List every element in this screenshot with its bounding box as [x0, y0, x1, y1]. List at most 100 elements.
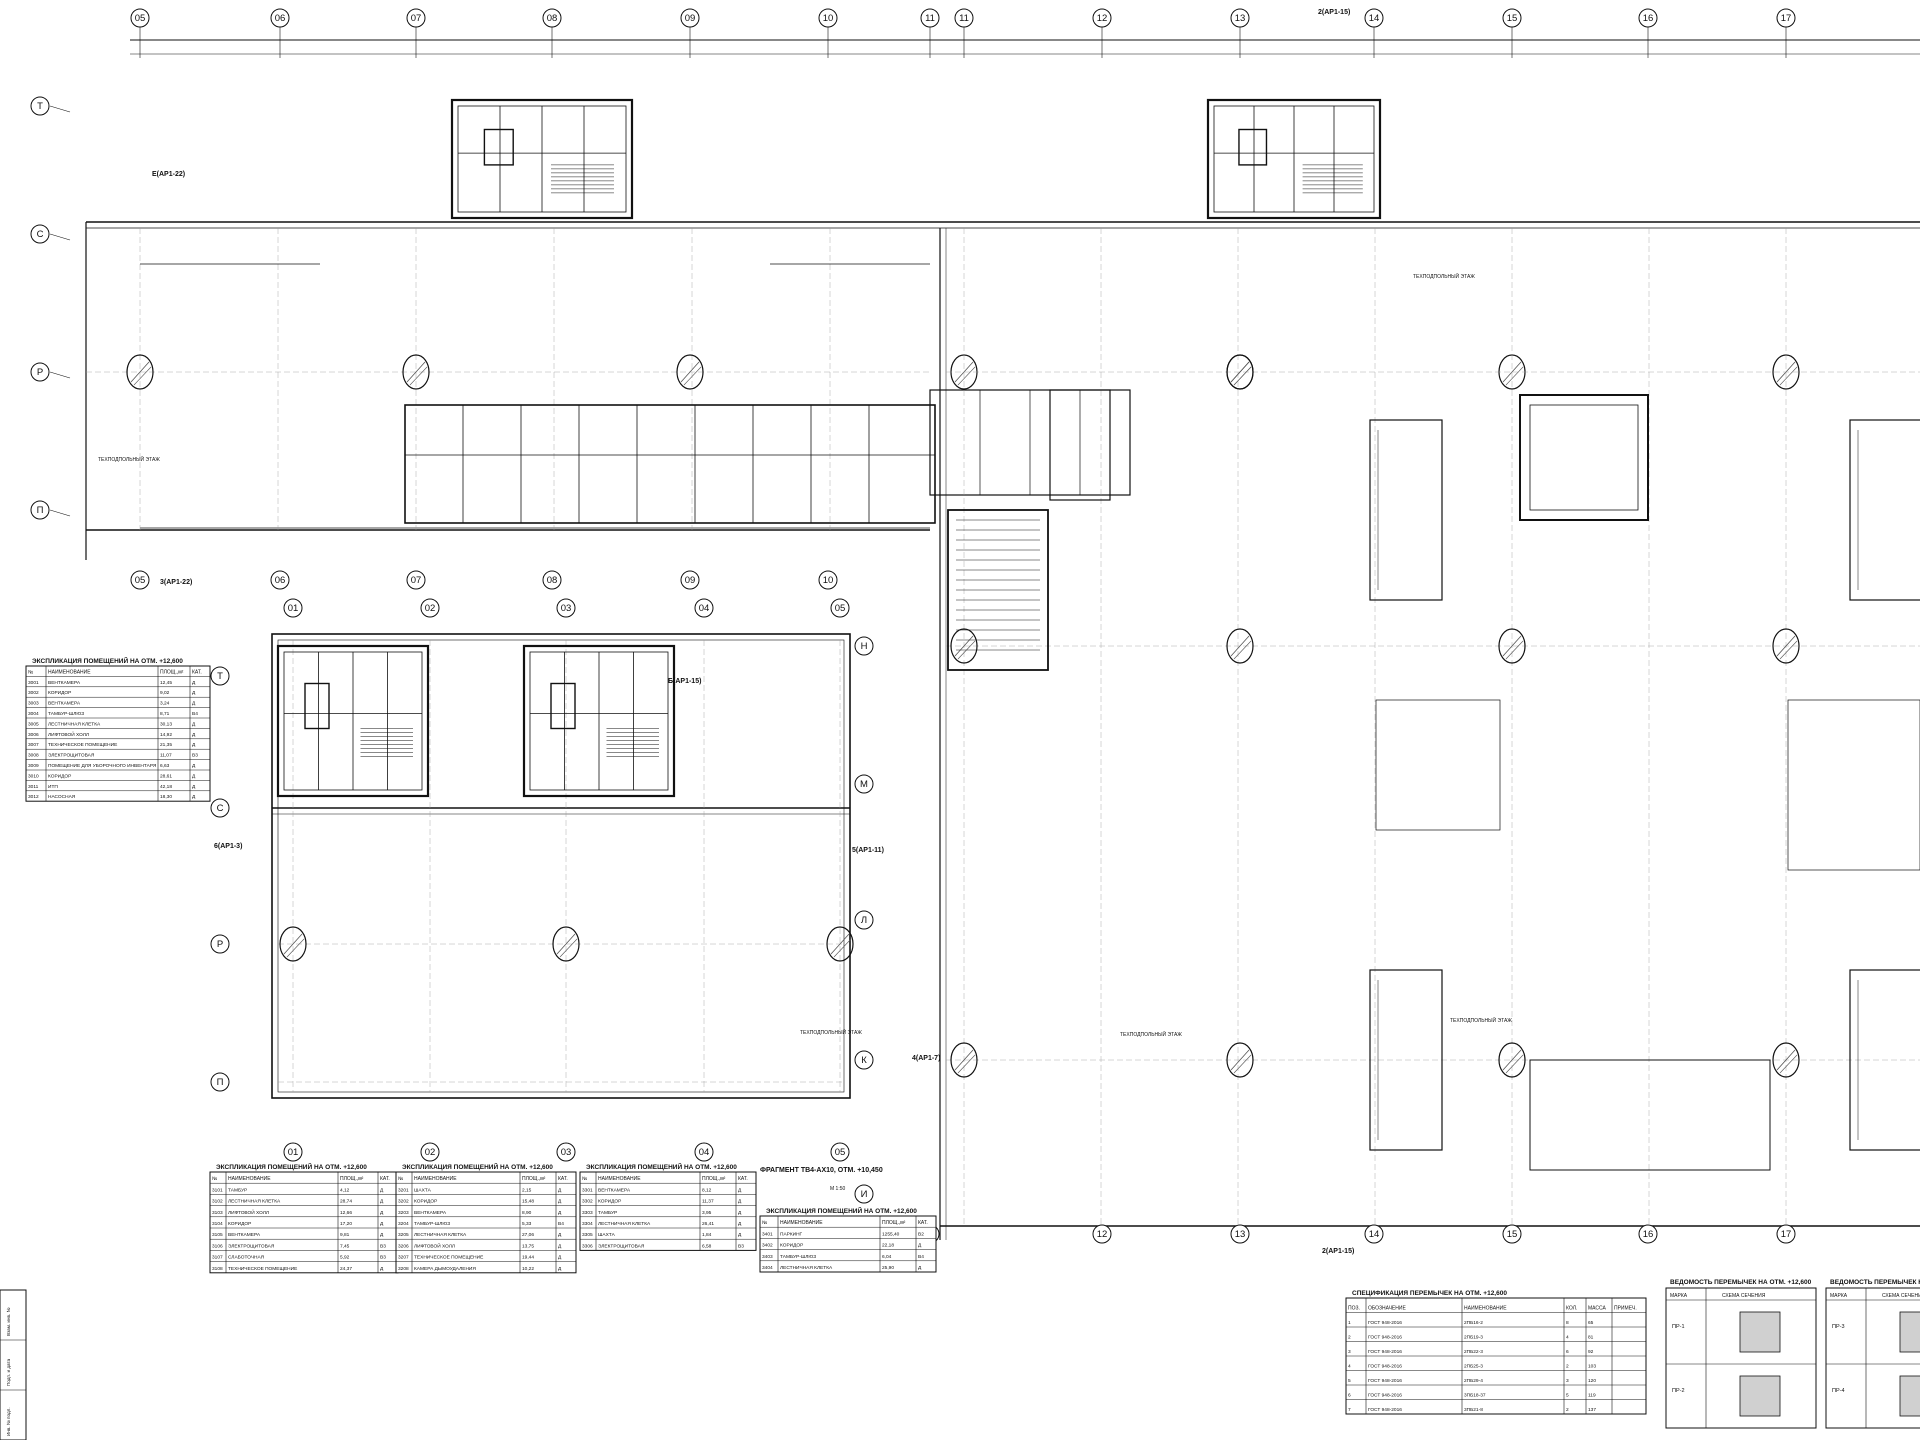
explication-table-5-cell: В2 [918, 1231, 924, 1237]
top-axis-11-6-circle [920, 8, 940, 28]
explication-table-1-cell: 3008 [28, 753, 39, 759]
right-column-7-hatch [1779, 1054, 1798, 1074]
right-column-8-hatch [1230, 361, 1250, 383]
explication-table-1-cell: 3012 [28, 794, 39, 800]
ref-4-label: 4(АР1-7) [912, 1055, 940, 1062]
core-lower-right [522, 644, 676, 798]
bottom-axis-10-5-label: 10 [823, 575, 834, 586]
explication-table-3-cell: 3206 [398, 1243, 409, 1249]
explication-table-2-cell: 12,66 [340, 1210, 352, 1216]
explication-table-1-cell: 12,45 [160, 680, 172, 686]
right-axis-М-label: М [860, 779, 868, 790]
lintel-specification-table-cell: 103 [1588, 1364, 1596, 1370]
left-axis-leader [49, 371, 71, 379]
top-axis-06-1-label: 06 [275, 13, 286, 24]
explication-table-1-cell: Д [192, 732, 196, 738]
mid-axis-П-circle [210, 1072, 230, 1092]
explication-table-2-cell: КОРИДОР [228, 1221, 251, 1227]
top-axis-11-7-label: 11 [959, 13, 969, 24]
top-axis-12-8-circle [1092, 8, 1112, 28]
lintel-schedule-1-section-0 [1739, 1311, 1781, 1353]
explication-table-5-cell: Д [918, 1243, 922, 1249]
bottom-axis-16-11-label: 16 [1643, 1229, 1654, 1240]
explication-table-4-cell: ЛЕСТНИЧНАЯ КЛЕТКА [598, 1221, 651, 1227]
core-upper-middle-lift [1238, 128, 1268, 166]
explication-table-4-header-3: КАТ. [738, 1176, 748, 1182]
top-axis-09-4-circle [680, 8, 700, 28]
right-column-1-hatch [1233, 640, 1252, 660]
lintel-specification-table-cell: 3 [1348, 1349, 1351, 1355]
mid-axis-Т-circle [210, 666, 230, 686]
bottom-axis-13-8-label: 13 [1235, 1229, 1246, 1240]
explication-table-4-cell: Д [738, 1199, 742, 1205]
right-axis-Н-circle [854, 636, 874, 656]
explication-table-2-cell: ТЕХНИЧЕСКОЕ ПОМЕЩЕНИЕ [228, 1266, 297, 1272]
lintel-specification-table-cell: 5 [1348, 1378, 1351, 1384]
lintel-specification-table-cell: ГОСТ 948-2016 [1368, 1335, 1402, 1341]
left-axis-leader [49, 509, 71, 517]
lintel-specification-table-cell: 137 [1588, 1407, 1596, 1413]
inner-axis-bottom-05-circle [830, 1142, 850, 1162]
top-axis-13-9-circle [1230, 8, 1250, 28]
right-axis-К-label: К [861, 1055, 867, 1066]
lintel-schedule-1-mark-0: ПР-1 [1672, 1324, 1685, 1330]
explication-table-2-cell: ЛИФТОВОЙ ХОЛЛ [228, 1208, 269, 1216]
plan-linework [49, 27, 1920, 1240]
explication-table-2-header-0: № [212, 1176, 217, 1182]
parking-ramp-1 [1369, 969, 1443, 1151]
right-axis-М-circle [854, 774, 874, 794]
bottom-axis-06-1-label: 06 [275, 575, 286, 586]
inner-axis-top-02-label: 02 [425, 603, 436, 614]
explication-table-3-header-0: № [398, 1176, 403, 1182]
bottom-axis-08-3-label: 08 [547, 575, 558, 586]
explication-table-1-cell: ВЕНТКАМЕРА [48, 701, 81, 707]
explication-table-4-cell: 8,12 [702, 1187, 712, 1193]
explication-table-1-cell: 28,61 [160, 773, 172, 779]
explication-table-3-cell: 3207 [398, 1255, 409, 1261]
lintel-specification-table-cell: ГОСТ 948-2016 [1368, 1393, 1402, 1399]
top-axis-05-0-label: 05 [135, 13, 146, 24]
lintel-specification-table-cell: 4 [1348, 1364, 1351, 1370]
top-axis-06-1-circle [270, 8, 290, 28]
explication-table-2-cell: 28,74 [340, 1199, 352, 1205]
explication-table-5-cell: 3401 [762, 1231, 773, 1237]
explication-table-1-cell: 6,63 [160, 763, 170, 769]
explication-table-3-header-2: ПЛОЩ.,м² [522, 1176, 546, 1182]
lintel-specification-table-cell: 1 [1348, 1320, 1351, 1326]
inner-axis-bottom-05-label: 05 [835, 1147, 846, 1158]
ref-3-label: 3(АР1-22) [160, 579, 192, 586]
explication-table-3-cell: 15,48 [522, 1199, 534, 1205]
explication-table-1-cell: В3 [192, 753, 198, 759]
explication-table-5-frame [759, 1215, 937, 1273]
explication-table-2-cell: 3105 [212, 1232, 223, 1238]
explication-table-3-cell: КАМЕРА ДЫМОУДАЛЕНИЯ [414, 1266, 476, 1272]
lintel-schedule-2-header-0: МАРКА [1830, 1293, 1848, 1299]
ref-2-top-label: 2(АР1-15) [1318, 9, 1350, 16]
explication-table-1-cell: 3009 [28, 763, 39, 769]
lintel-specification-table-cell: 2ПБ22-3 [1464, 1349, 1483, 1355]
right-column-0 [950, 628, 978, 664]
explication-table-1-cell: НАСОСНАЯ [48, 794, 76, 800]
techfloor-label-2: ТЕХПОДПОЛЬНЫЙ ЭТАЖ [1413, 272, 1475, 280]
right-column-7-hatch [1776, 1049, 1796, 1071]
mid-axis-С-label: С [217, 803, 224, 814]
explication-table-1-cell: В4 [192, 711, 198, 717]
lintel-specification-table-cell: ГОСТ 948-2016 [1368, 1349, 1402, 1355]
lintel-specification-table-cell: 3ПБ21-8 [1464, 1407, 1483, 1413]
lintel-schedule-1-section-1 [1739, 1375, 1781, 1417]
explication-table-4-cell: ТАМБУР [598, 1210, 617, 1216]
explication-table-3-title: ЭКСПЛИКАЦИЯ ПОМЕЩЕНИЙ НА ОТМ. +12,600 [402, 1162, 553, 1171]
upper-column-1-hatch [406, 361, 426, 383]
parking-bay-bottom [1529, 1059, 1771, 1171]
schedule-tables: ЭКСПЛИКАЦИЯ ПОМЕЩЕНИЙ НА ОТМ. +12,600 № НА… [0, 656, 1920, 1440]
explication-table-2-cell: 3108 [212, 1266, 223, 1272]
bottom-axis-13-8-circle [1230, 1224, 1250, 1244]
fragment-scale: М 1:50 [830, 1186, 846, 1192]
top-axis-08-3-label: 08 [547, 13, 558, 24]
left-axis-С-label: С [37, 229, 44, 240]
mid-axis-С-circle [210, 798, 230, 818]
explication-table-4-cell: 3303 [582, 1210, 593, 1216]
right-column-3-hatch [1776, 635, 1796, 657]
explication-table-1-cell: Д [192, 690, 196, 696]
